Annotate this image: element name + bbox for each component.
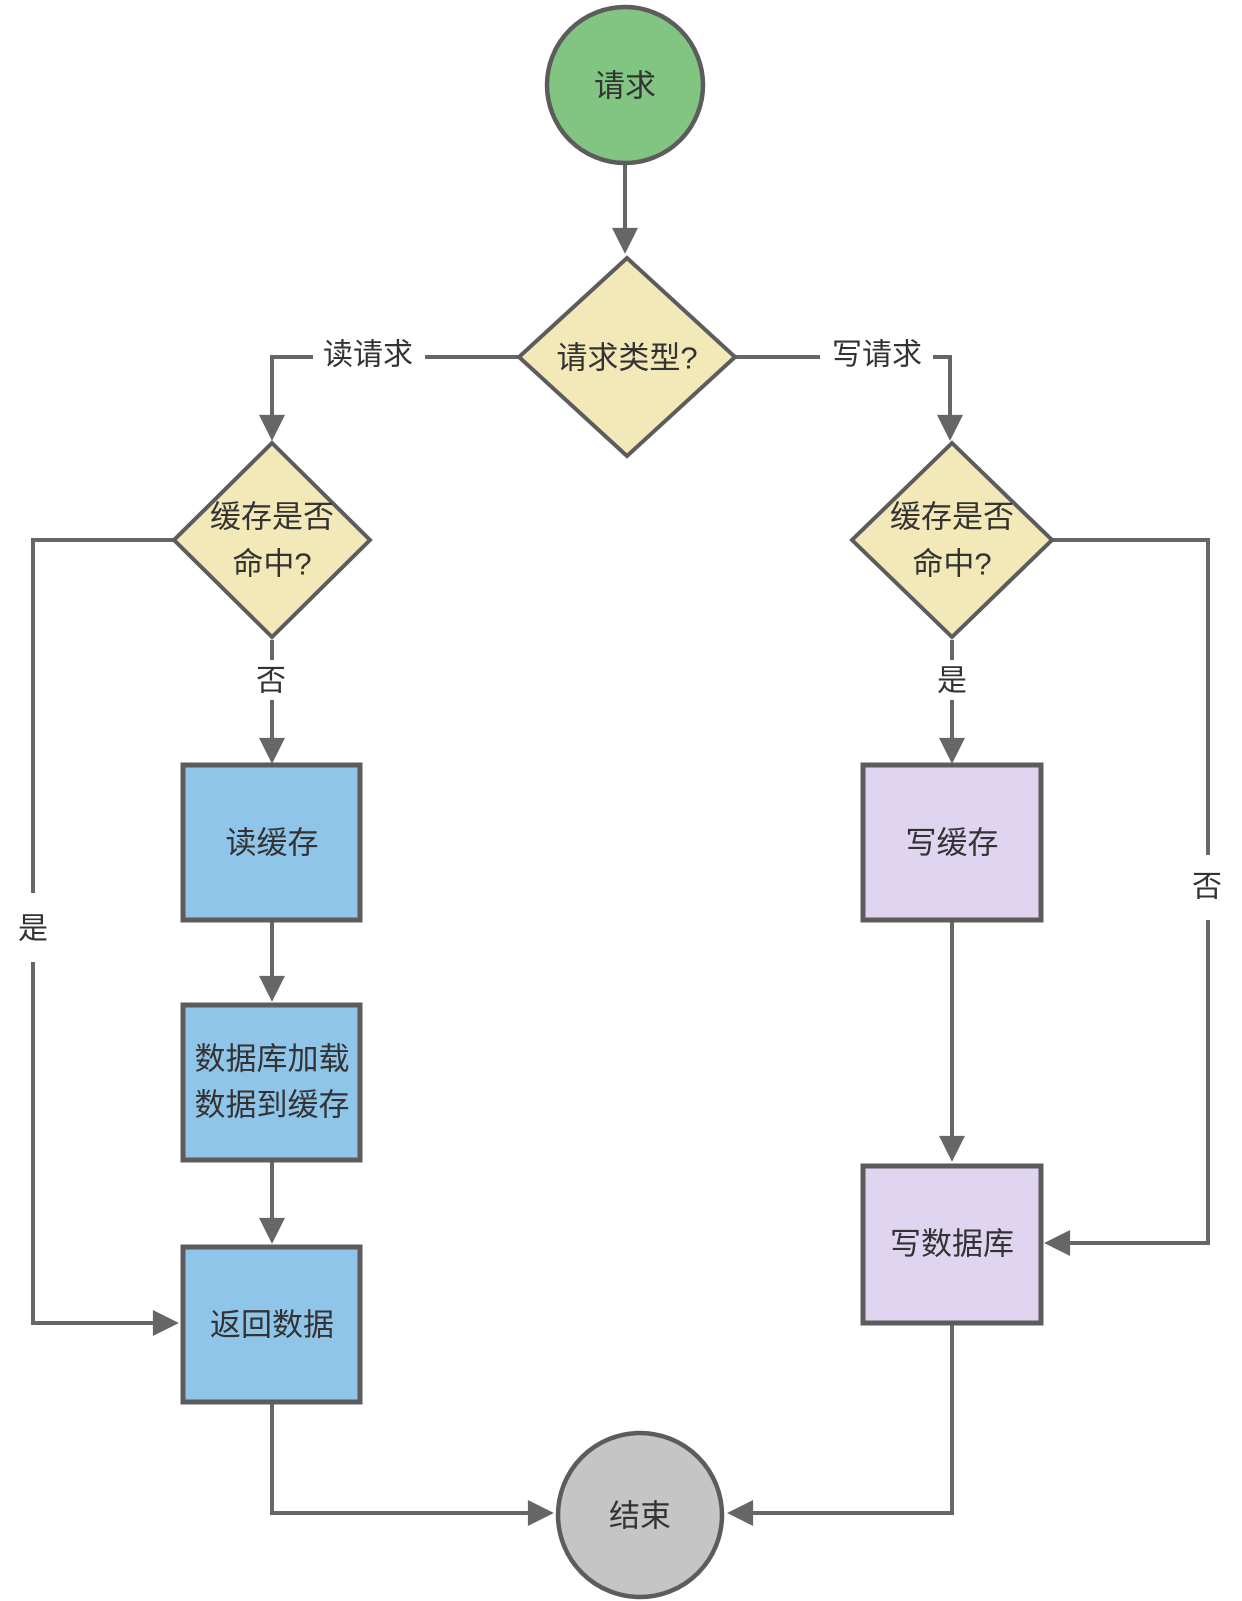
node-write-cache-hit-label-line1: 缓存是否: [890, 500, 1014, 535]
edge-label-read-request: 读请求: [323, 339, 413, 372]
edge-write-db-to-end: [727, 1323, 954, 1526]
edge-label-write-request: 写请求: [832, 339, 922, 372]
edge-return-data-to-end: [270, 1402, 554, 1526]
node-request-type: [516, 255, 738, 459]
node-write-cache-hit-label-line2: 命中?: [912, 547, 991, 582]
node-write-db: [860, 1163, 1044, 1326]
node-db-load: [180, 1002, 363, 1163]
node-write-cache-label: 写缓存: [906, 826, 999, 861]
edge-write-request: [735, 355, 950, 437]
node-end-label: 结束: [609, 1499, 671, 1534]
edge-read-hit: [31, 538, 175, 1323]
node-return-data: [180, 1244, 363, 1405]
edge-label-read-hit: 是: [18, 913, 48, 946]
node-start-label: 请求: [594, 69, 656, 104]
node-write-cache-hit: [849, 440, 1055, 640]
edge-label-write-miss: 否: [1192, 871, 1222, 904]
node-read-cache-hit-label-line2: 命中?: [232, 547, 311, 582]
node-end: [555, 1430, 725, 1600]
node-request-type-label: 请求类型?: [556, 341, 697, 376]
node-read-cache-hit-label-line1: 缓存是否: [210, 500, 334, 535]
edge-read-request: [272, 355, 519, 437]
node-start: [544, 4, 706, 166]
node-db-load-label-line2: 数据到缓存: [195, 1088, 350, 1123]
node-read-cache: [180, 762, 363, 923]
edge-write-miss: [1048, 538, 1210, 1243]
edge-label-read-miss: 否: [256, 665, 286, 698]
node-write-cache: [860, 762, 1044, 923]
node-read-cache-label: 读缓存: [226, 826, 319, 861]
node-db-load-label-line1: 数据库加载: [195, 1042, 350, 1077]
edge-label-write-hit: 是: [937, 665, 967, 698]
node-read-cache-hit: [171, 440, 373, 640]
node-write-db-label: 写数据库: [890, 1227, 1014, 1262]
node-return-data-label: 返回数据: [210, 1308, 334, 1343]
